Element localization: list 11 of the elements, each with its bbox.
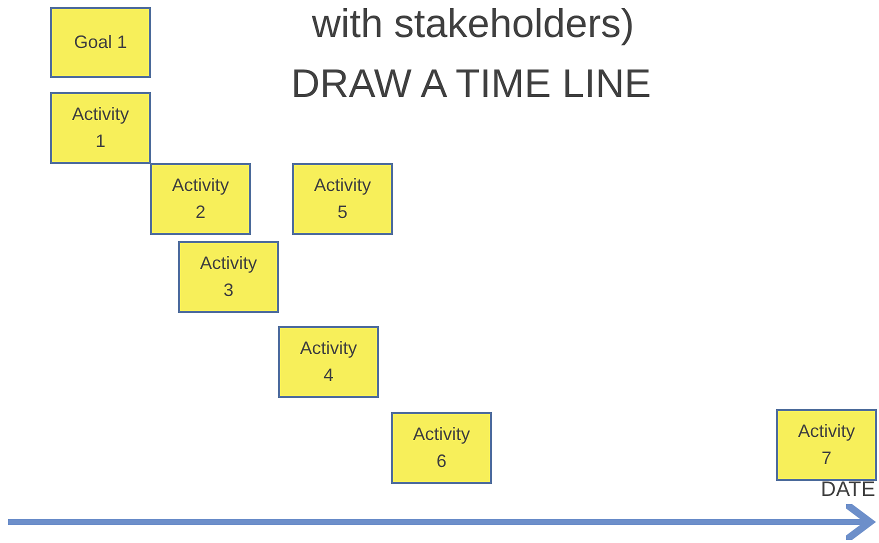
sticky-note: Activity 1 bbox=[50, 92, 151, 164]
sticky-note: Activity 7 bbox=[776, 409, 877, 481]
axis-label: DATE bbox=[820, 478, 876, 502]
sticky-note: Activity 6 bbox=[391, 412, 492, 484]
sticky-note: Goal 1 bbox=[50, 7, 151, 78]
sticky-note: Activity 4 bbox=[278, 326, 379, 398]
title-text: DRAW A TIME LINE bbox=[290, 62, 652, 107]
sticky-note: Activity 2 bbox=[150, 163, 251, 235]
title-text: with stakeholders) bbox=[312, 2, 634, 47]
sticky-note: Activity 5 bbox=[292, 163, 393, 235]
sticky-note: Activity 3 bbox=[178, 241, 279, 313]
